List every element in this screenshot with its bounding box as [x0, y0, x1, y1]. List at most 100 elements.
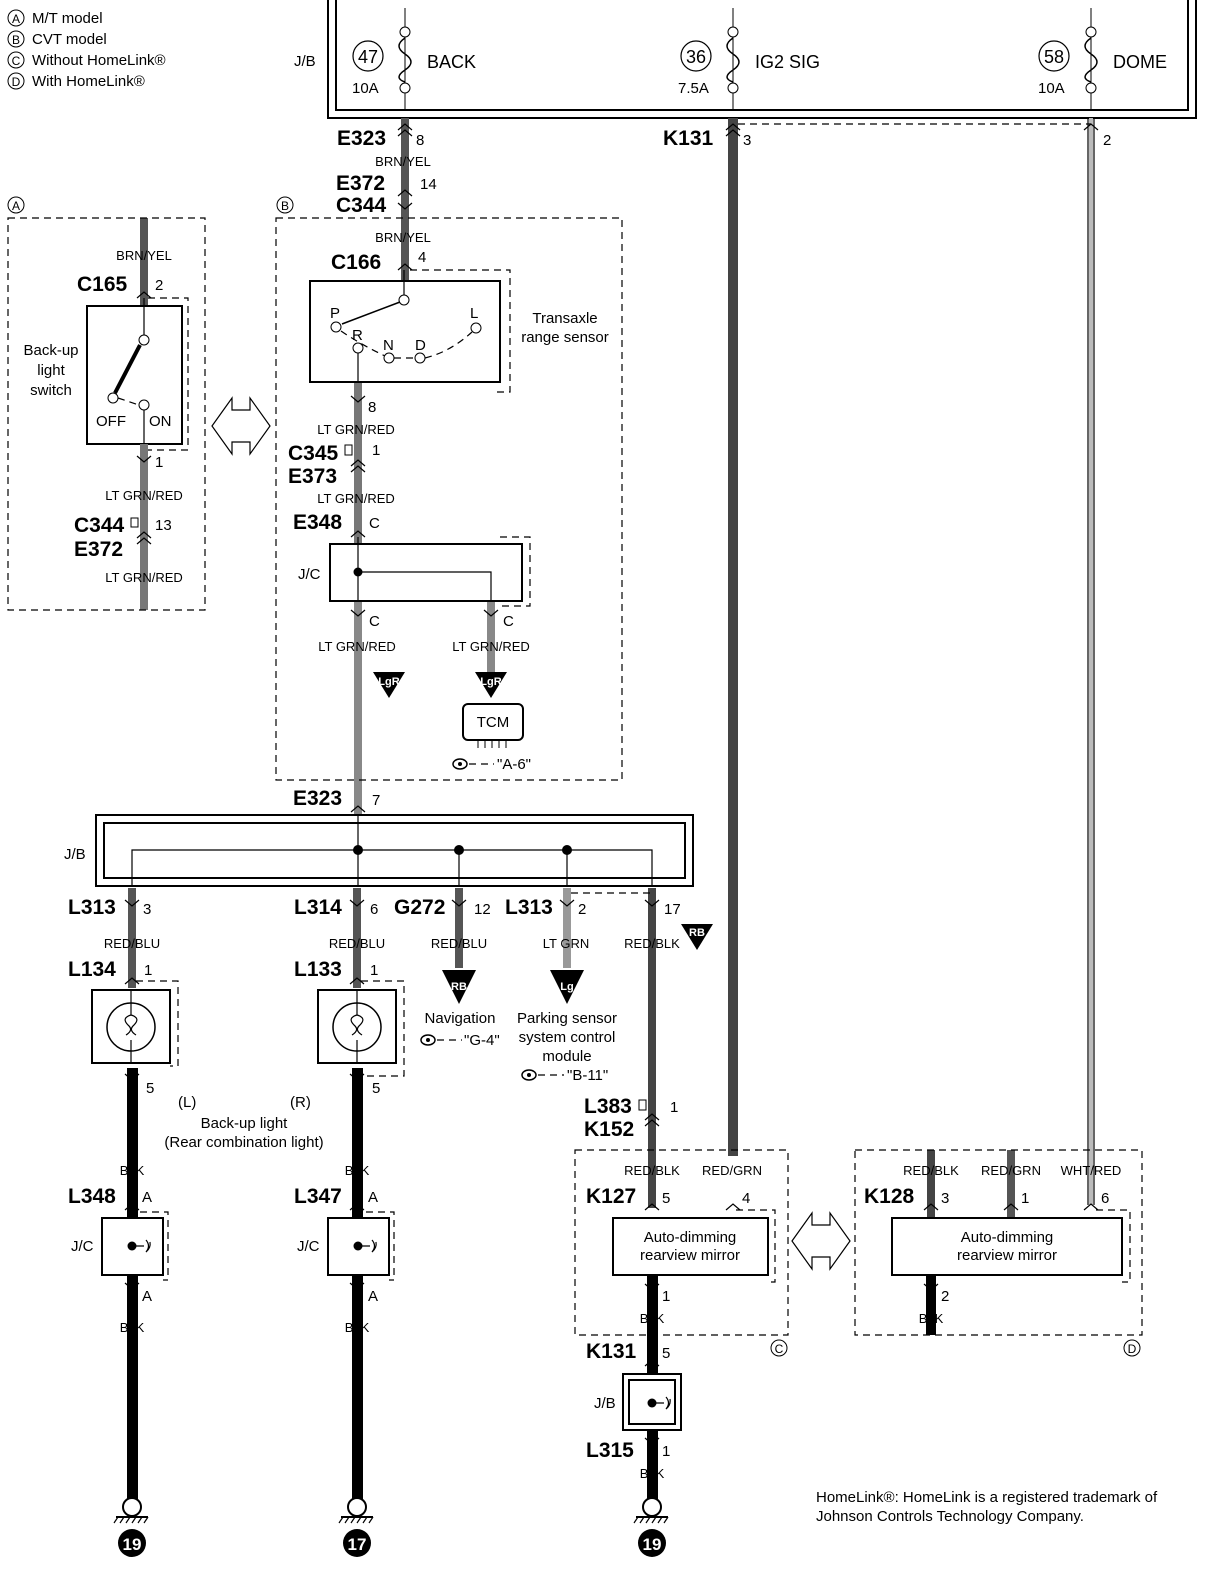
pin-l313-a: 3	[143, 901, 151, 918]
wire-brn-yel-b: BRN/YEL	[375, 230, 431, 245]
ground-junctions: L348 A J/C A BLK L347 A J/C A BLK	[68, 1185, 395, 1335]
wire-blk-6: BLK	[640, 1466, 665, 1481]
ground-symbol-icon: 19	[633, 1497, 669, 1557]
pin-l348-b: A	[142, 1288, 152, 1305]
tcm-label: TCM	[477, 714, 510, 731]
pin-l133-b: 5	[372, 1080, 380, 1097]
ground-number-1: 19	[123, 1535, 142, 1554]
conn-c345: C345	[288, 442, 339, 465]
conn-e348: E348	[293, 511, 342, 534]
pin-c165: 2	[155, 277, 163, 294]
pin-k127-4: 4	[742, 1190, 750, 1207]
pos-d: D	[415, 337, 426, 354]
pin-k128-1: 1	[1021, 1190, 1029, 1207]
wire-ltgrnred-a2: LT GRN/RED	[105, 570, 183, 585]
pin-l315: 1	[662, 1443, 670, 1460]
wire-red-blu-1: RED/BLU	[104, 936, 160, 951]
wire-blk-4: BLK	[345, 1320, 370, 1335]
wire-blk-1: BLK	[120, 1163, 145, 1178]
section-tag-b: B	[281, 199, 289, 213]
transaxle-label-1: Transaxle	[532, 310, 597, 327]
pin-jb-17: 17	[664, 901, 681, 918]
branch-destinations: RB Lg Navigation "G-4" Parking sensor sy…	[420, 970, 617, 1084]
tcm-ref: "A-6"	[497, 756, 531, 773]
fuse-36-amp: 7.5A	[678, 80, 709, 97]
wire-ltgrnred-b2: LT GRN/RED	[317, 491, 395, 506]
eye-ref-icon	[452, 758, 494, 770]
alternative-arrow-cd	[791, 1211, 851, 1271]
conn-k131-bot: K131	[586, 1340, 637, 1363]
legend-key-d: D	[12, 75, 21, 89]
fuse-58-name: DOME	[1113, 52, 1167, 72]
wire-ltgrnred-b1: LT GRN/RED	[317, 422, 395, 437]
top-jb-label: J/B	[294, 53, 316, 70]
fuse-58-amp: 10A	[1038, 80, 1065, 97]
legend-key-a: A	[12, 12, 20, 26]
legend-text-c: Without HomeLink®	[32, 52, 166, 69]
conn-k131-top: K131	[663, 127, 714, 150]
section-c-mirror: L383 1 K152 C RED/BLK RED/GRN K127 5 4 A…	[574, 1095, 789, 1481]
wire-red-blk-2: RED/BLK	[624, 1163, 680, 1178]
pin-l314: 6	[370, 901, 378, 918]
parking-ref: "B-11"	[567, 1067, 608, 1084]
conn-l348: L348	[68, 1185, 116, 1208]
wire-red-grn-1: RED/GRN	[702, 1163, 762, 1178]
pin-c345: 1	[372, 442, 380, 459]
section-tag-c: C	[775, 1342, 784, 1356]
tcm-module	[462, 703, 524, 741]
grounds: 19 17 19	[113, 1497, 669, 1557]
pin-jc-2: C	[503, 613, 514, 630]
pin-l313-b: 2	[578, 901, 586, 918]
conn-k128: K128	[864, 1185, 915, 1208]
pin-c166: 4	[418, 249, 426, 266]
wire-red-blu-3: RED/BLU	[431, 936, 487, 951]
mirror-d-label-1: Auto-dimming	[961, 1229, 1054, 1246]
conn-l133: L133	[294, 958, 342, 981]
transaxle-label-2: range sensor	[521, 329, 609, 346]
pin-k131-top: 3	[743, 132, 751, 149]
wire-blk-7: BLK	[919, 1311, 944, 1326]
section-tag-d: D	[1128, 1342, 1137, 1356]
legend: A M/T model B CVT model C Without HomeLi…	[7, 9, 166, 90]
wire-ltgrnred-b3: LT GRN/RED	[318, 639, 396, 654]
conn-k152: K152	[584, 1118, 634, 1141]
badge-rb-2: RB	[451, 981, 467, 993]
jc-label-l348: J/C	[71, 1238, 94, 1255]
conn-c344-a: C344	[74, 514, 125, 537]
backup-switch-label-1: Back-up	[23, 342, 78, 359]
pin-k128-2: 2	[941, 1288, 949, 1305]
pin-jc-1: C	[369, 613, 380, 630]
footnote: HomeLink®: HomeLink is a registered trad…	[816, 1489, 1158, 1525]
navigation-label: Navigation	[425, 1010, 496, 1027]
conn-l313-b: L313	[505, 896, 553, 919]
ground-number-3: 19	[643, 1535, 662, 1554]
conn-l315: L315	[586, 1439, 634, 1462]
conn-e373: E373	[288, 465, 337, 488]
badge-lgr-1: LgR	[378, 676, 399, 688]
pos-l: L	[470, 305, 478, 322]
badge-rb-1: RB	[689, 927, 705, 939]
wire-ltgrnred-b4: LT GRN/RED	[452, 639, 530, 654]
pin-e372: 14	[420, 176, 437, 193]
wire-red-blk-3: RED/BLK	[903, 1163, 959, 1178]
legend-key-c: C	[12, 54, 21, 68]
fuse-36-name: IG2 SIG	[755, 52, 820, 72]
parking-label-1: Parking sensor	[517, 1010, 617, 1027]
wire-blk-5: BLK	[640, 1311, 665, 1326]
top-connectors: E323 8 K131 3 2 BRN/YEL E372 14 C344	[336, 123, 1111, 217]
wire-brn-yel-a: BRN/YEL	[116, 248, 172, 263]
pin-l133: 1	[370, 962, 378, 979]
section-b-cvt: B BRN/YEL C166 4 P R N D L Transaxle ran…	[275, 196, 623, 781]
backup-light-label-1: Back-up light	[201, 1115, 289, 1132]
top-junction-block: J/B 47 10A BACK 36 7.5A IG2 SIG 58 10A D…	[294, 0, 1197, 119]
conn-e372-a: E372	[74, 538, 123, 561]
alternative-arrow-ab	[211, 396, 271, 456]
badge-lgr-2: LgR	[480, 676, 501, 688]
ground-symbol-icon: 19	[113, 1497, 149, 1557]
section-d-mirror: D RED/BLK RED/GRN WHT/RED K128 3 1 6 Aut…	[854, 1149, 1143, 1357]
middle-junction-block: E323 7 J/B L313 3 L314 6 G272 12 L313 2 …	[64, 787, 713, 951]
switch-on-label: ON	[149, 413, 172, 430]
pin-l347-b: A	[368, 1288, 378, 1305]
conn-l347: L347	[294, 1185, 342, 1208]
pin-l134: 1	[144, 962, 152, 979]
